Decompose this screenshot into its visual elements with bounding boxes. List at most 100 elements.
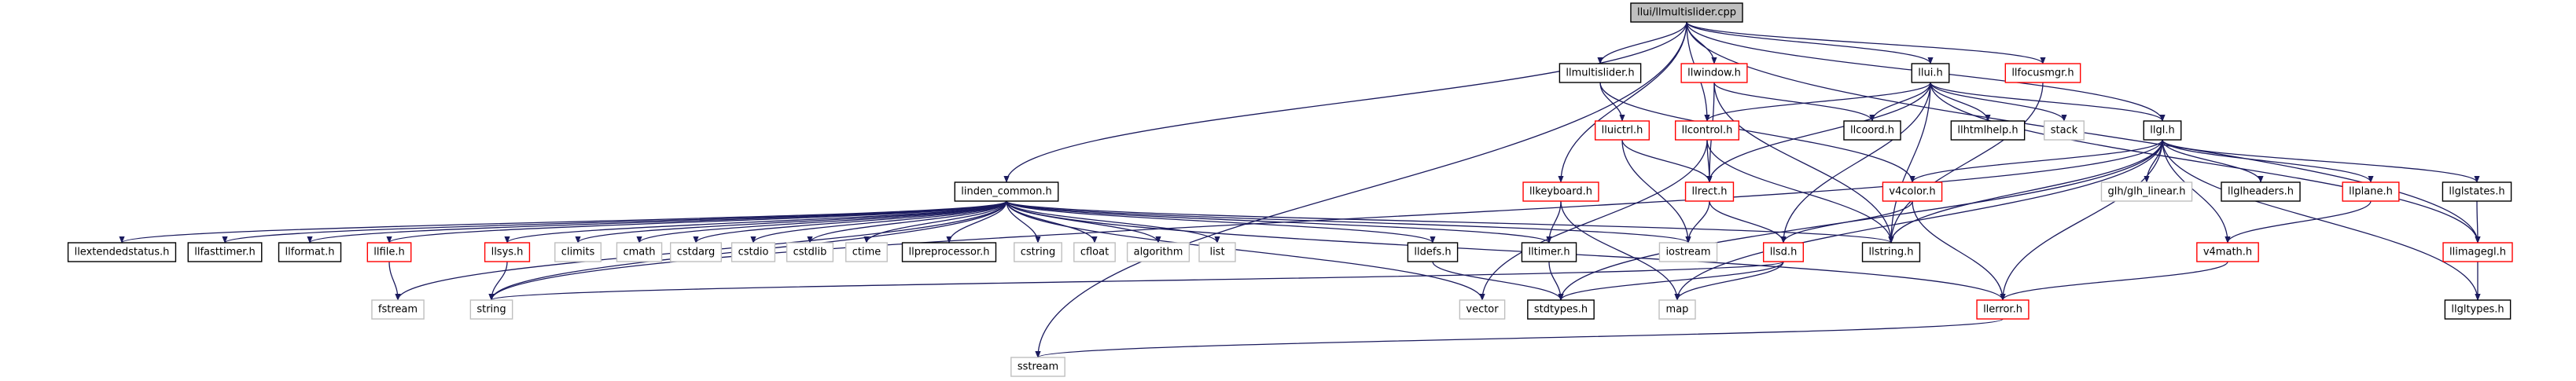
node-box [1843,120,1901,141]
node-llglstates-h[interactable]: llglstates.h [2442,181,2512,202]
node-box [67,242,177,262]
node-llgltypes-h[interactable]: llgltypes.h [2444,299,2512,320]
node-llerror-h[interactable]: llerror.h [1976,299,2030,320]
node-box [278,242,342,262]
node-cstdarg: cstdarg [669,242,723,262]
node-box [2044,120,2085,141]
edge-llui-h-to-llsd-h [1780,82,1931,244]
edge-llui-h-to-llstring-h [1888,82,1931,244]
node-llsd-h[interactable]: llsd.h [1762,242,1805,262]
edge-linden-common-h-to-cstdarg [693,200,1007,244]
edge-linden-common-h-to-iostream [1006,200,1691,244]
node-llformat-h[interactable]: llformat.h [278,242,342,262]
node-layer: llui/llmultislider.cpp llmultislider.h llw… [67,2,2513,377]
node-label: fstream [378,304,418,316]
node-llglheaders-h[interactable]: llglheaders.h [2221,181,2301,202]
node-llfocusmgr-h[interactable]: llfocusmgr.h [2004,63,2081,83]
node-ctime: ctime [845,242,888,262]
node-label: vector [1466,304,1499,316]
node-box [2143,120,2182,141]
node-llstring-h[interactable]: llstring.h [1861,242,1921,262]
edge-llgl-h-to-stdtypes-h [1558,139,2163,301]
node-box [1762,242,1805,262]
node-stack: stack [2044,120,2085,141]
edge-llwindow-h-to-llcoord-h [1713,82,1875,122]
node-llmultislider-h[interactable]: llmultislider.h [1558,63,1642,83]
node-box [366,242,412,262]
node-box [469,299,513,320]
node-label: llplane.h [2349,186,2393,198]
node-label: llimagegl.h [2449,247,2506,258]
node-lldefs-h[interactable]: lldefs.h [1407,242,1459,262]
edge-linden-common-h-to-climits [575,200,1007,244]
node-llhtmlhelp-h[interactable]: llhtmlhelp.h [1950,120,2026,141]
node-label: cstdio [738,247,769,258]
node-v4color-h[interactable]: v4color.h [1882,181,1943,202]
node-llextendedstatus-h[interactable]: llextendedstatus.h [67,242,177,262]
node-box [2100,181,2193,202]
node-box [786,242,834,262]
node-llfile-h[interactable]: llfile.h [366,242,412,262]
node-linden-common-h[interactable]: linden_common.h [954,181,1059,202]
node-llwindow-h[interactable]: llwindow.h [1680,63,1748,83]
edge-llplane-h-to-v4math-h [2225,200,2372,244]
node-lluictrl-h[interactable]: lluictrl.h [1594,120,1650,141]
node-label: llsys.h [491,247,524,258]
edge-v4math-h-to-llerror-h [2000,261,2228,301]
node-label: llformat.h [285,247,335,258]
edge-lldefs-h-to-stdtypes-h [1432,261,1564,301]
edge-linden-common-h-to-lltimer-h [1006,200,1552,244]
node-stdtypes-h[interactable]: stdtypes.h [1527,299,1595,320]
node-label: llsd.h [1770,247,1798,258]
edge-linden-common-h-to-llpreprocessor-h [946,200,1007,244]
node-label: cfloat [1080,247,1109,258]
node-label: llextendedstatus.h [75,247,170,258]
edge-llcontrol-h-to-vector [1479,139,1708,301]
edge-llcontrol-h-to-llstring-h [1706,139,1894,244]
node-box [2221,181,2301,202]
edge-root-to-llfocusmgr-h [1686,21,2046,64]
edge-llui-h-to-llcoord-h [1869,82,1931,122]
node-box [2342,181,2400,202]
node-box [1684,181,1735,202]
node-label: iostream [1665,247,1710,258]
node-llcoord-h[interactable]: llcoord.h [1843,120,1901,141]
node-label: glh/glh_linear.h [2107,186,2185,198]
node-llsys-h[interactable]: llsys.h [484,242,531,262]
node-llkeyboard-h[interactable]: llkeyboard.h [1522,181,1599,202]
node-llplane-h[interactable]: llplane.h [2342,181,2400,202]
node-root[interactable]: llui/llmultislider.cpp [1630,2,1743,23]
node-box [2004,63,2081,83]
node-label: sstream [1018,361,1058,373]
node-label: lluictrl.h [1602,125,1643,137]
node-llui-h[interactable]: llui.h [1911,63,1950,83]
node-label: ctime [852,247,881,258]
node-box [2442,181,2512,202]
node-box [1407,242,1459,262]
node-box [371,299,425,320]
node-box [1522,181,1599,202]
node-llcontrol-h[interactable]: llcontrol.h [1674,120,1740,141]
node-label: v4math.h [2203,247,2252,258]
node-box [1073,242,1116,262]
node-llimagegl-h[interactable]: llimagegl.h [2442,242,2513,262]
node-llfasttimer-h[interactable]: llfasttimer.h [187,242,263,262]
node-label: cstdlib [793,247,827,258]
edge-linden-common-h-to-llerror-h [1006,200,2006,301]
edge-llgl-h-to-llerror-h [2000,139,2163,301]
edge-linden-common-h-to-cstdio [750,200,1007,244]
edge-llerror-h-to-sstream [1035,318,2004,358]
edge-llglstates-h-to-llimagegl-h [2475,200,2481,244]
node-box [484,242,531,262]
edge-v4color-h-to-llerror-h [1912,200,2006,301]
node-box [845,242,888,262]
node-llrect-h[interactable]: llrect.h [1684,181,1735,202]
node-lltimer-h[interactable]: lltimer.h [1521,242,1577,262]
node-box [1527,299,1595,320]
edge-llrect-h-to-llsd-h [1709,200,1787,244]
node-string: string [469,299,513,320]
node-v4math-h[interactable]: v4math.h [2196,242,2259,262]
node-box [1658,299,1696,320]
node-llpreprocessor-h[interactable]: llpreprocessor.h [901,242,997,262]
node-llgl-h[interactable]: llgl.h [2143,120,2182,141]
